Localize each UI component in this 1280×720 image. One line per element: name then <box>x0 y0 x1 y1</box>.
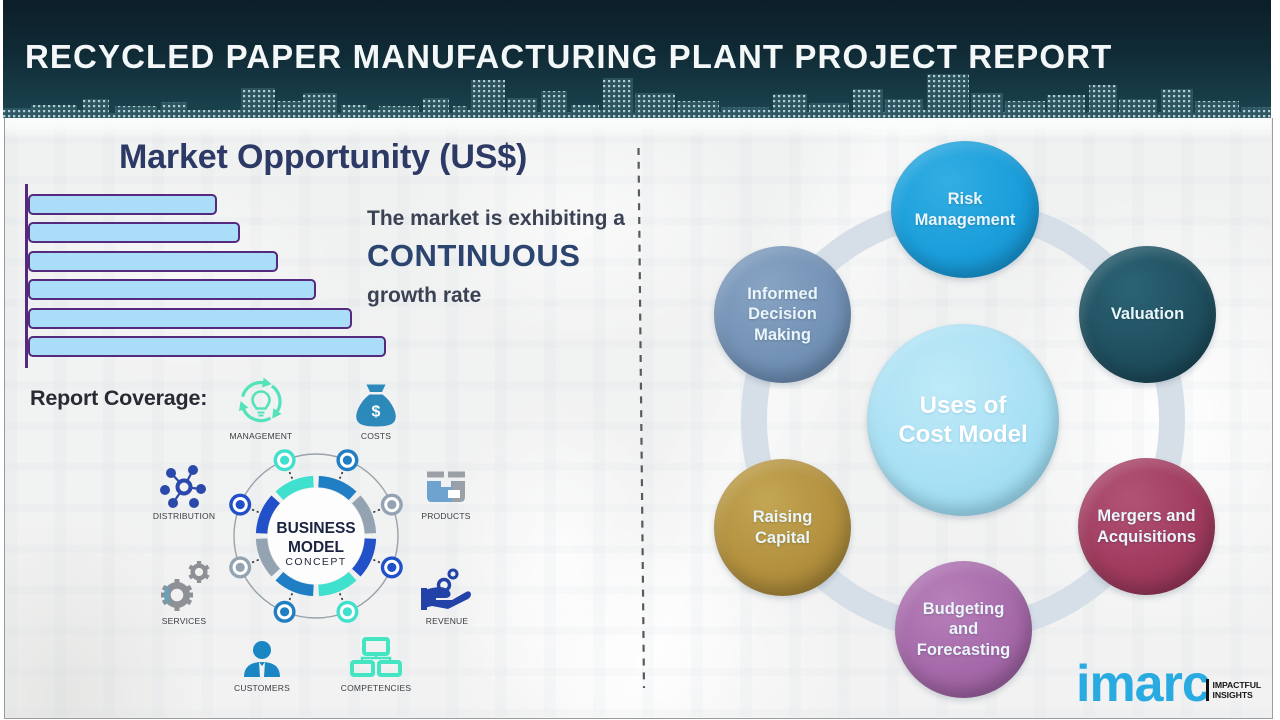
svg-text:SERVICES: SERVICES <box>162 616 207 626</box>
svg-text:PRODUCTS: PRODUCTS <box>421 511 470 521</box>
svg-text:BUSINESS: BUSINESS <box>276 520 355 537</box>
svg-text:COMPETENCIES: COMPETENCIES <box>341 683 412 693</box>
svg-text:MANAGEMENT: MANAGEMENT <box>230 431 293 441</box>
svg-text:CUSTOMERS: CUSTOMERS <box>234 683 290 693</box>
svg-text:MODEL: MODEL <box>288 539 344 556</box>
svg-text:$: $ <box>372 404 381 421</box>
svg-text:DISTRIBUTION: DISTRIBUTION <box>153 511 215 521</box>
svg-text:COSTS: COSTS <box>361 431 391 441</box>
svg-text:CONCEPT: CONCEPT <box>285 556 346 568</box>
svg-text:REVENUE: REVENUE <box>426 616 469 626</box>
